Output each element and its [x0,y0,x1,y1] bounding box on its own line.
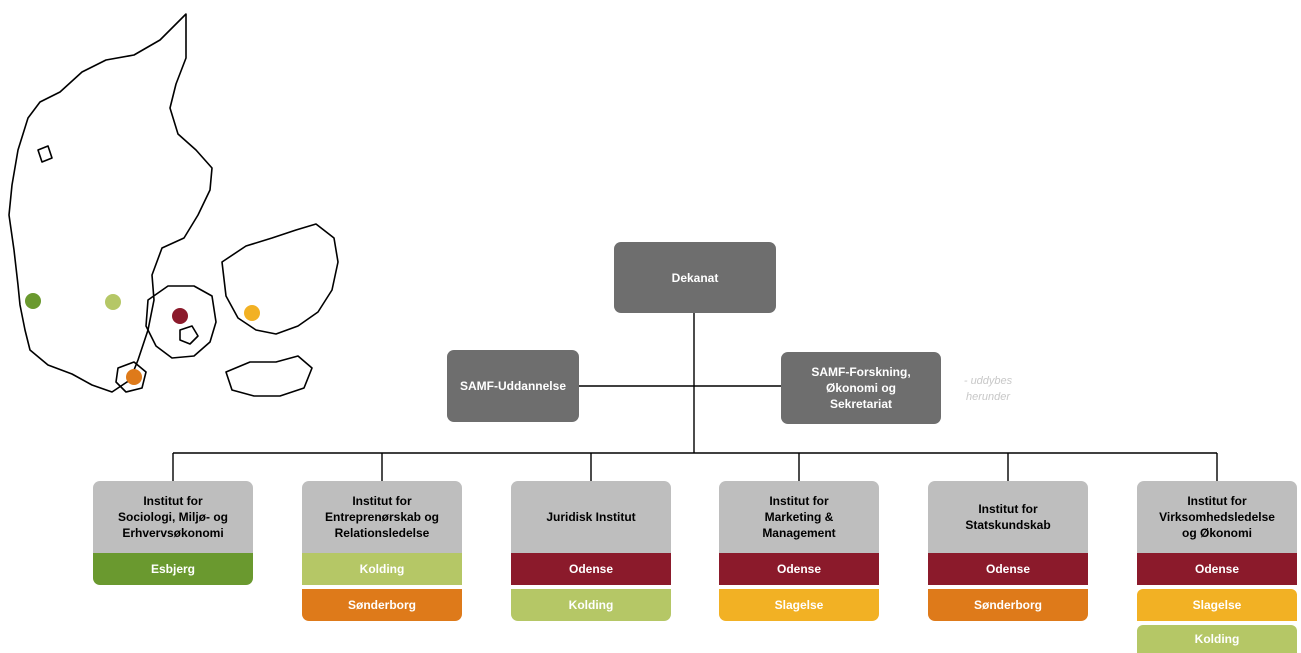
location-badge-kolding: Kolding [302,553,462,585]
institute-title: Institut for Sociologi, Miljø- og Erhver… [93,481,253,553]
institute-title: Institut for Marketing & Management [719,481,879,553]
institute-title: Juridisk Institut [511,481,671,553]
institute-entreprenorskab: Institut for Entreprenørskab og Relation… [302,481,462,621]
institute-title-line: Institut for [769,494,829,508]
islet-outline [37,145,53,163]
institute-title-line: Erhvervsøkonomi [122,526,224,540]
zealand-outline [221,223,339,335]
location-badge-odense: Odense [719,553,879,585]
institute-statskundskab: Institut for Statskundskab Odense Sønder… [928,481,1088,621]
map-marker-esbjerg [25,293,41,309]
institute-title: Institut for Statskundskab [928,481,1088,553]
location-badge-esbjerg: Esbjerg [93,553,253,585]
institute-title: Institut for Virksomhedsledelse og Økono… [1137,481,1297,553]
institute-title: Institut for Entreprenørskab og Relation… [302,481,462,553]
map-marker-odense [172,308,188,324]
denmark-map [8,13,339,397]
map-marker-kolding [105,294,121,310]
als-outline [115,361,147,393]
institute-virksomhedsledelse: Institut for Virksomhedsledelse og Økono… [1137,481,1297,653]
location-badge-kolding: Kolding [1137,625,1297,653]
institute-title-line: og Økonomi [1182,526,1252,540]
dekanat-box: Dekanat [614,242,776,313]
institute-title-line: Institut for [978,502,1038,516]
jutland-outline [8,13,213,393]
islet-outline [179,325,199,345]
institute-title-line: Institut for [352,494,412,508]
samf-uddannelse-label: SAMF-Uddannelse [459,379,566,393]
institute-title-line: Statskundskab [965,518,1051,532]
institute-title-line: Marketing & [764,510,834,524]
location-badge-odense: Odense [511,553,671,585]
note-line: herunder [965,391,1011,403]
samf-forskning-box: SAMF-Forskning, Økonomi og Sekretariat [781,352,941,424]
location-badge-slagelse: Slagelse [719,589,879,621]
institute-title-line: Virksomhedsledelse [1159,510,1275,524]
uddybes-note: - uddybes herunder [948,373,1028,405]
location-badge-sonderborg: Sønderborg [302,589,462,621]
map-marker-sonderborg [126,369,142,385]
lolland-outline [225,355,313,397]
dekanat-label: Dekanat [671,270,719,285]
location-badge-odense: Odense [928,553,1088,585]
institute-juridisk: Juridisk Institut Odense Kolding [511,481,671,621]
location-badge-slagelse: Slagelse [1137,589,1297,621]
institute-title-line: Juridisk Institut [546,510,636,524]
funen-outline [145,285,217,359]
institute-title-line: Institut for [143,494,203,508]
location-badge-kolding: Kolding [511,589,671,621]
institute-title-line: Relationsledelse [334,526,430,540]
institute-title-line: Sociologi, Miljø- og [118,510,228,524]
note-line: - uddybes [963,375,1013,387]
map-marker-slagelse [244,305,260,321]
samf-forskning-line: Sekretariat [829,397,893,411]
institute-title-line: Entreprenørskab og [324,510,440,524]
institute-marketing: Institut for Marketing & Management Oden… [719,481,879,621]
samf-uddannelse-box: SAMF-Uddannelse [447,350,579,422]
institute-title-line: Institut for [1187,494,1247,508]
location-badge-odense: Odense [1137,553,1297,585]
samf-forskning-line: Økonomi og [826,381,896,395]
samf-forskning-line: SAMF-Forskning, [811,365,911,379]
institute-title-line: Management [762,526,836,540]
institute-sociologi: Institut for Sociologi, Miljø- og Erhver… [93,481,253,585]
location-badge-sonderborg: Sønderborg [928,589,1088,621]
